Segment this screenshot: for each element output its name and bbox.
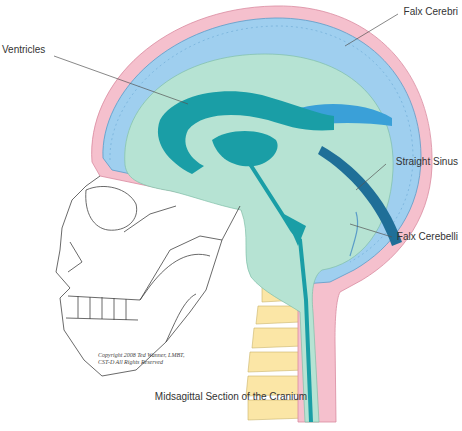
falx-cerebelli-shape — [350, 212, 358, 256]
lateral-ventricle — [158, 91, 334, 174]
part-label: Falx Cerebelli — [397, 231, 458, 243]
fourth-ventricle — [284, 214, 306, 246]
part-label: Straight Sinus — [396, 156, 458, 168]
part-label: Ventricles — [2, 44, 45, 56]
brain — [125, 54, 393, 422]
leader-lines — [54, 14, 398, 237]
dura-mater — [92, 6, 432, 422]
part-label: Falx Cerebri — [404, 6, 458, 18]
caption: Midsagittal Section of the Cranium — [0, 391, 462, 402]
skull — [56, 176, 240, 376]
copyright-note: Copyright 2008 Ted Wanner, LMBT, CST-D A… — [98, 352, 194, 366]
aqueduct-canal — [250, 164, 311, 422]
third-ventricle — [212, 131, 278, 166]
straight-sinus-shape — [318, 146, 402, 246]
